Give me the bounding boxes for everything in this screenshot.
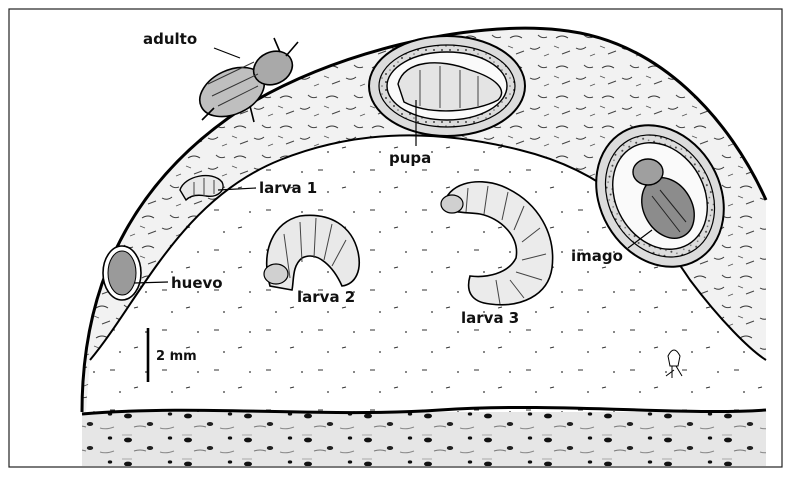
egg	[103, 246, 141, 300]
label-pupa: pupa	[389, 149, 431, 167]
label-larva-1: larva 1	[259, 179, 317, 197]
soil-layer	[82, 412, 766, 466]
pupa-chamber	[369, 36, 525, 136]
label-scale: 2 mm	[156, 349, 197, 364]
label-huevo: huevo	[171, 274, 223, 292]
label-larva-3: larva 3	[461, 309, 519, 327]
label-larva-2: larva 2	[297, 288, 355, 306]
label-adulto: adulto	[143, 30, 197, 48]
label-imago: imago	[571, 247, 623, 265]
